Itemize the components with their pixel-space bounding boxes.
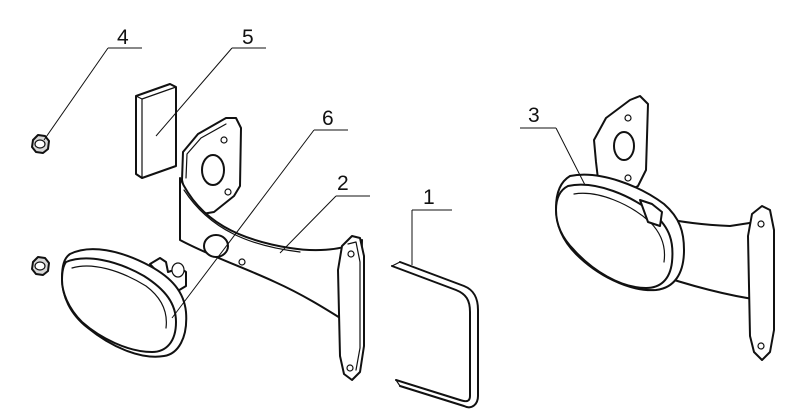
leader-2 <box>279 195 370 254</box>
callout-labels: 1 2 3 4 5 6 <box>117 26 540 209</box>
leader-4 <box>43 47 142 141</box>
callout-1: 1 <box>423 186 435 209</box>
callout-2: 2 <box>337 172 349 195</box>
mounting-bracket <box>179 117 365 381</box>
leader-lines <box>43 47 586 319</box>
leader-6 <box>171 129 348 319</box>
callout-5: 5 <box>242 26 254 49</box>
callout-4: 4 <box>117 26 129 49</box>
leader-3 <box>520 127 586 186</box>
callout-3: 3 <box>528 104 540 127</box>
leader-1 <box>411 209 452 265</box>
assembled-lamp-unit <box>555 95 775 361</box>
side-marker-lamp <box>61 248 188 358</box>
leader-5 <box>155 47 266 137</box>
nut-lower <box>31 256 50 276</box>
callout-6: 6 <box>322 107 334 130</box>
gasket-pad <box>135 83 177 179</box>
u-bolt <box>391 261 479 409</box>
nut-upper <box>31 134 50 154</box>
